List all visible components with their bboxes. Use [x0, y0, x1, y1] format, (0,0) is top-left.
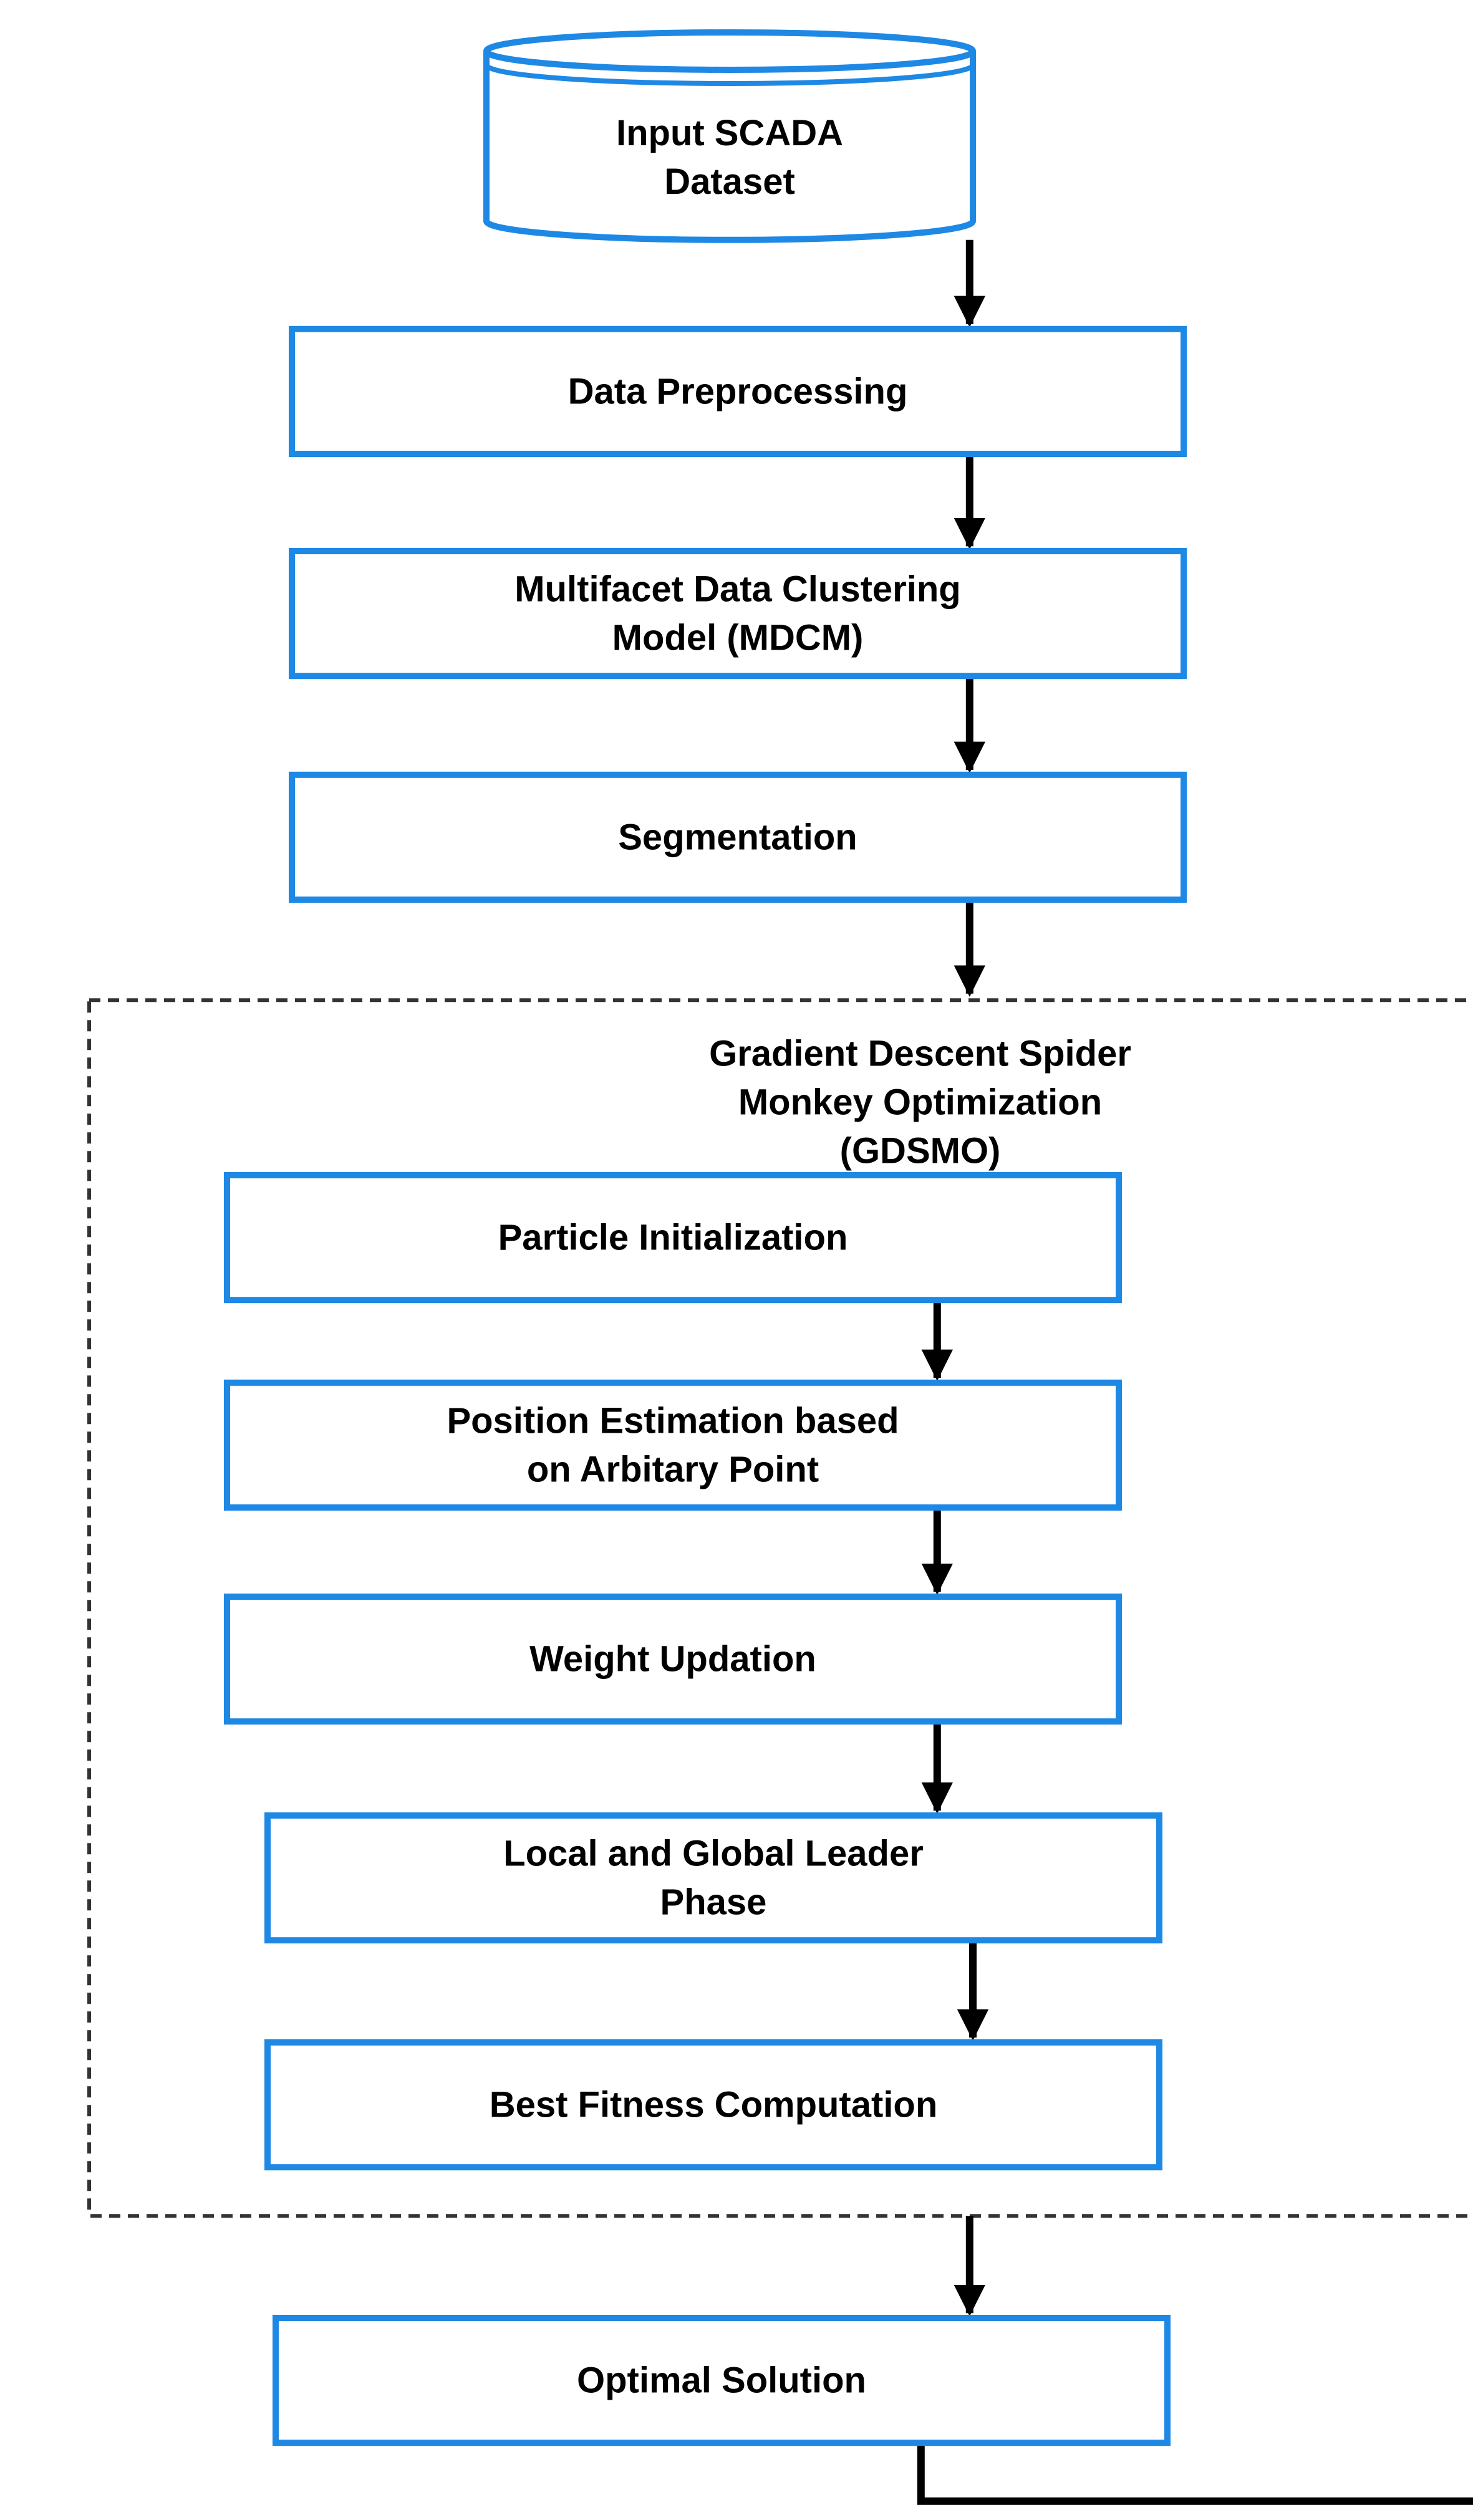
mdcm-box [289, 548, 1187, 680]
particle_init-label-line-1: Particle Initialization [498, 1218, 848, 1258]
database-cylinder-top [483, 29, 976, 73]
position_est-label-line-1: Position Estimation based [447, 1400, 899, 1441]
position_est-node: Position Estimation based on Arbitary Poi… [224, 1379, 1122, 1511]
gdsmo-group-title-line-3: (GDSMO) [840, 1131, 1001, 1171]
segmentation-label-line-1: Segmentation [618, 817, 857, 857]
database-cylinder-ring [484, 64, 975, 86]
weight_upd-label-line-1: Weight Updation [529, 1639, 816, 1680]
input-node: Input SCADA Dataset [483, 29, 976, 243]
optimal-node: Optimal Solution [273, 2315, 1171, 2446]
weight_upd-node: Weight Updation [224, 1594, 1122, 1725]
leader_phase-label-line-2: Phase [660, 1882, 767, 1923]
preprocess-node: Data Preprocessing [289, 325, 1187, 457]
segmentation-node: Segmentation [289, 771, 1187, 903]
gdsmo-group-border [87, 998, 1473, 2218]
gdsmo-group-title-line-2: Monkey Optimization [738, 1082, 1102, 1123]
best_fitness-label-line-1: Best Fitness Computation [490, 2085, 938, 2125]
position_est-label-line-2: on Arbitary Point [527, 1449, 819, 1489]
preprocess-label-line-1: Data Preprocessing [568, 371, 908, 411]
leader_phase-label-line-1: Local and Global Leader [503, 1834, 924, 1874]
optimal-label-line-1: Optimal Solution [577, 2360, 866, 2401]
preprocess-box [289, 325, 1187, 457]
input-label-line-1: Input SCADA [616, 113, 843, 153]
database-cylinder-body [483, 51, 976, 243]
arrow-optimal-to-dslstm [917, 2443, 1473, 2505]
leader_phase-box [264, 1812, 1162, 1944]
input-label-line-2: Dataset [664, 161, 795, 202]
mdcm-label-line-1: Multifacet Data Clustering [514, 569, 960, 610]
particle_init-box [224, 1172, 1122, 1304]
mdcm-label-line-2: Model (MDCM) [612, 618, 864, 658]
weight_upd-box [224, 1594, 1122, 1725]
position_est-box [224, 1379, 1122, 1511]
segmentation-box [289, 771, 1187, 903]
best_fitness-box [264, 2039, 1162, 2171]
best_fitness-node: Best Fitness Computation [264, 2039, 1162, 2171]
particle_init-node: Particle Initialization [224, 1172, 1122, 1304]
gdsmo-group-title-line-1: Gradient Descent Spider [709, 1034, 1131, 1074]
optimal-box [273, 2315, 1171, 2446]
